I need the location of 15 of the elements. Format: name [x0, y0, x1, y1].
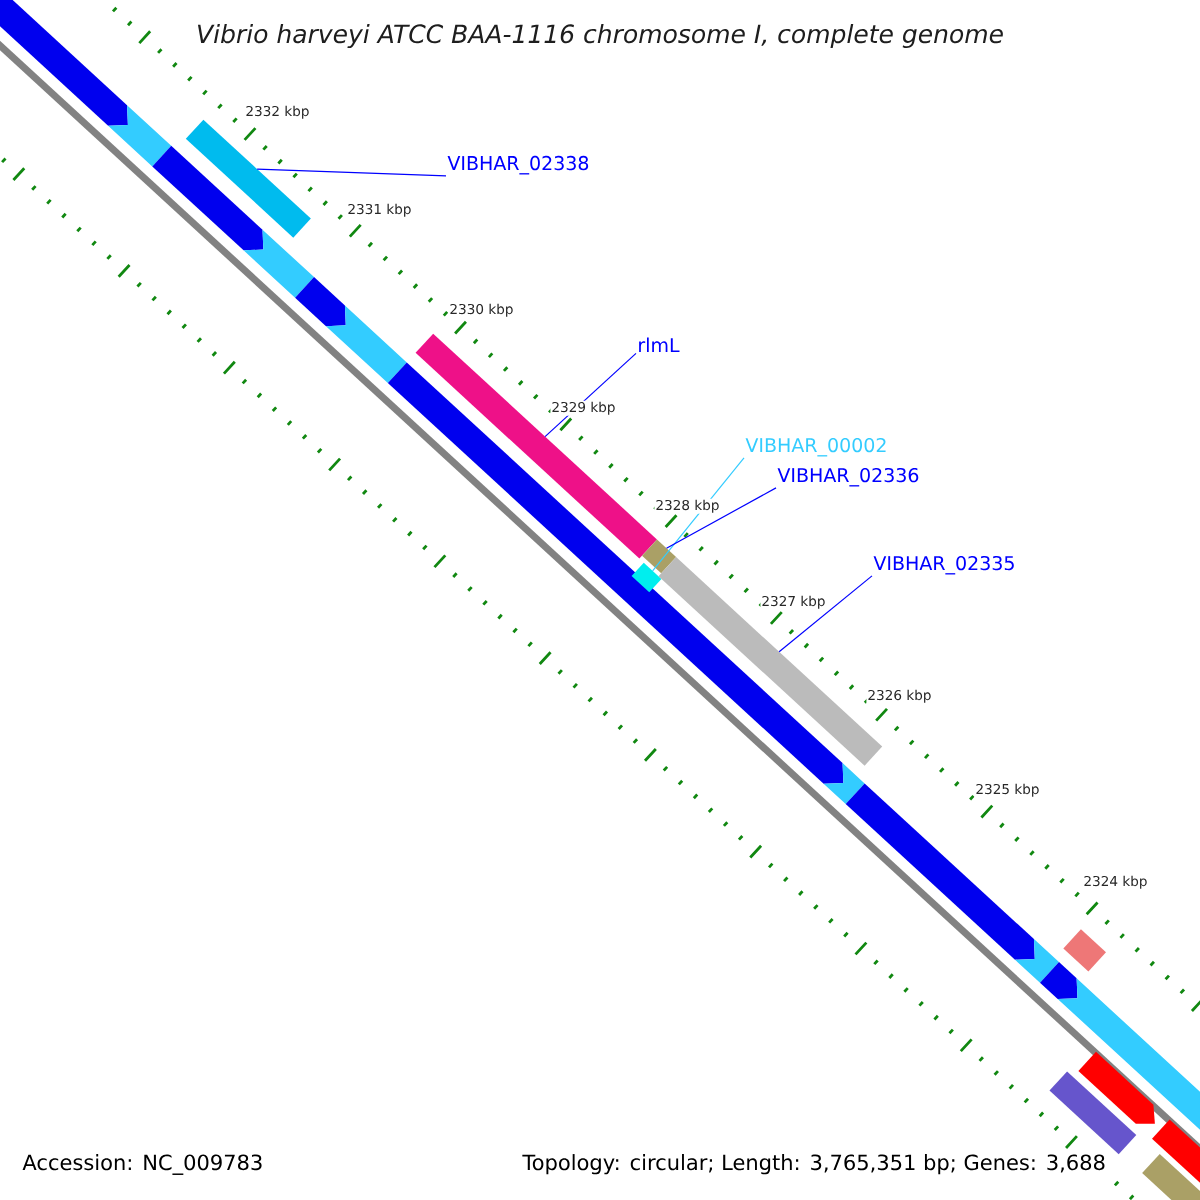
- gene-label: VIBHAR_02335: [873, 555, 1014, 575]
- gene-label: VIBHAR_02336: [777, 467, 919, 487]
- leader-line: [665, 487, 777, 549]
- info-text: Topology: circular; Length: 3,765,351 bp; Genes: 3,688: [520, 1152, 1108, 1177]
- gene-bar: [642, 539, 677, 574]
- leader-line: [652, 457, 745, 572]
- leader-line: [778, 575, 873, 653]
- leader-line: [256, 168, 447, 177]
- gene-bar: [185, 119, 311, 238]
- gene-bar: [631, 562, 662, 593]
- gene-label: VIBHAR_02338: [447, 155, 589, 175]
- title: Vibrio harveyi ATCC BAA-1116 chromosome I, complete genome: [194, 21, 1006, 51]
- info-text: Accession: NC_009783: [20, 1152, 266, 1177]
- gene-label: rlmL: [639, 337, 680, 352]
- gene-label: VIBHAR_00002: [745, 437, 886, 457]
